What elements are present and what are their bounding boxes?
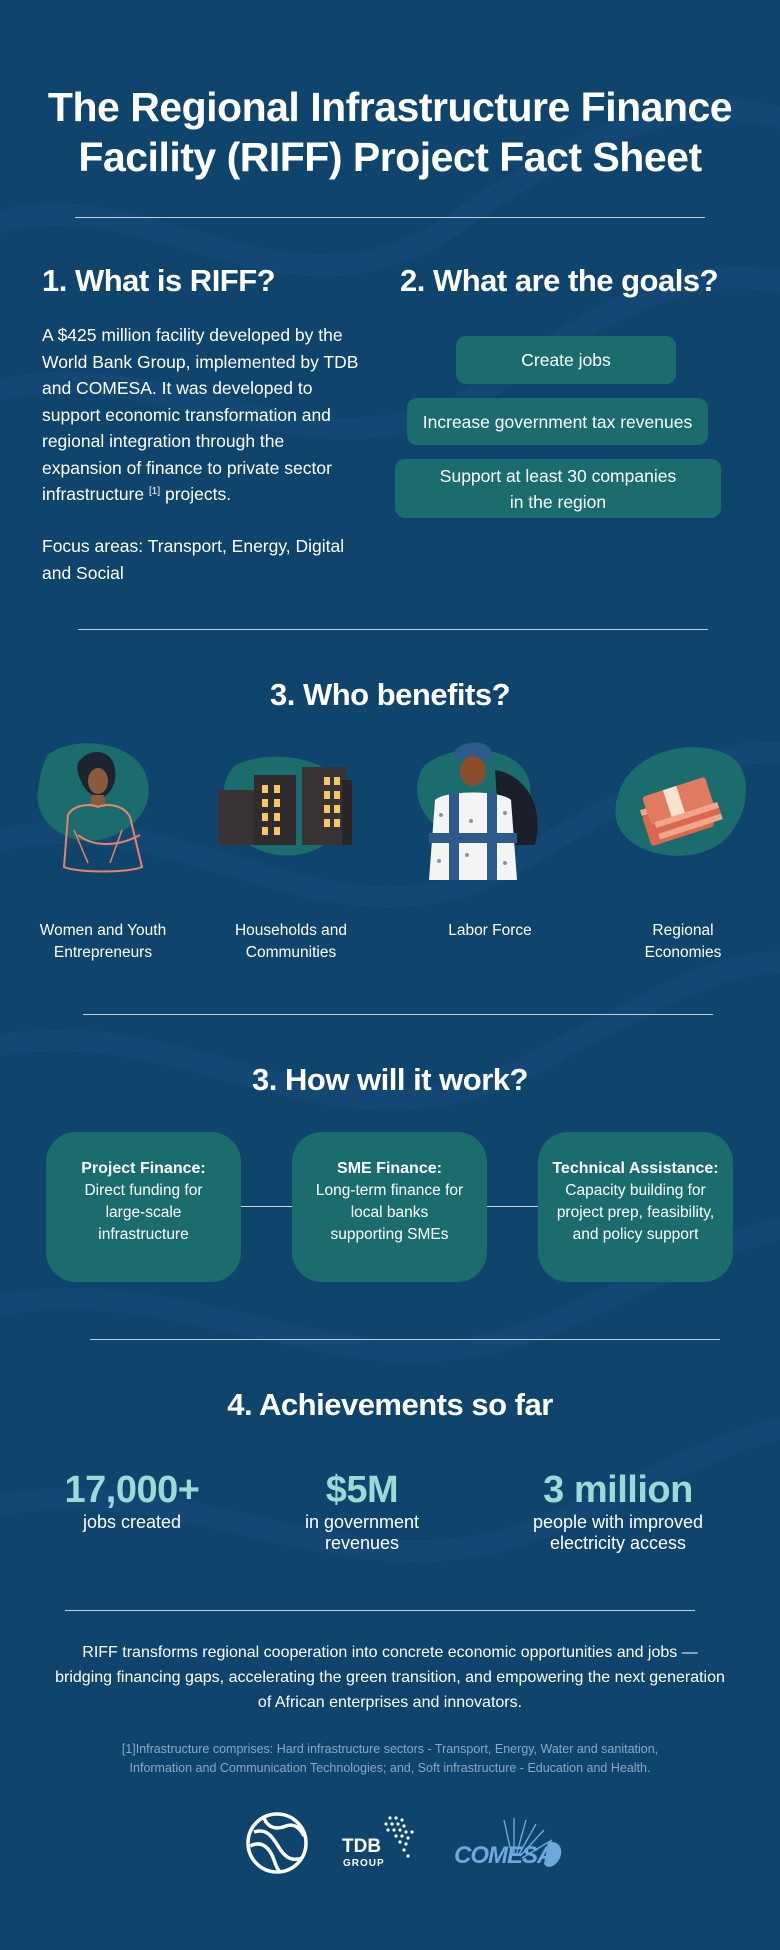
divider-1 (75, 217, 705, 218)
benefit-label-4a: Regional (652, 922, 714, 939)
benefit-households: Households and Communities (206, 735, 376, 964)
work-heading: 3. How will it work? (252, 1062, 528, 1097)
divider-4 (90, 1339, 720, 1340)
woman-entrepreneur-icon (37, 743, 149, 873)
worker-icon (417, 742, 538, 880)
what-body-end: projects. (160, 484, 232, 504)
money-stack-icon (615, 747, 747, 856)
benefit-label-4b: Economies (644, 944, 722, 961)
card-technical-assistance: Technical Assistance: Capacity building … (538, 1132, 733, 1282)
benefit-women-youth: Women and Youth Entrepreneurs (18, 735, 188, 964)
benefit-labor-force: Labor Force (405, 735, 575, 942)
footnote-ref: [1] (148, 486, 161, 497)
africa-dots-icon (384, 1816, 414, 1858)
world-bank-logo-icon (246, 1812, 308, 1874)
benefit-label-2a: Households and (234, 922, 348, 939)
stat-value-electricity: 3 million (543, 1469, 693, 1511)
card-title-1: Project Finance: (81, 1160, 206, 1177)
goal-tax-revenues: Increase government tax revenues (407, 398, 708, 445)
stat-revenues: $5M in government revenues (262, 1468, 462, 1554)
connector-2 (487, 1206, 541, 1207)
footnote: [1]Infrastructure comprises: Hard infras… (121, 1742, 659, 1775)
title-line-1: The Regional Infrastructure Finance (47, 84, 733, 130)
benefit-label-2b: Communities (245, 944, 337, 961)
comesa-wordmark: COMESA (454, 1842, 554, 1869)
divider-2 (78, 629, 708, 630)
benefit-label-3a: Labor Force (448, 922, 532, 939)
stat-value-revenues: $5M (325, 1469, 399, 1511)
goal-create-jobs: Create jobs (456, 336, 676, 384)
divider-3 (83, 1014, 713, 1015)
goals-heading: 2. What are the goals? (400, 263, 719, 298)
goal-support-companies: Support at least 30 companies in the reg… (395, 459, 721, 518)
title-line-2: Facility (RIFF) Project Fact Sheet (78, 134, 702, 180)
divider-5 (65, 1610, 695, 1611)
benefit-regional-economies: Regional Economies (598, 735, 768, 964)
card-sme-finance: SME Finance: Long-term finance for local… (292, 1132, 487, 1282)
card-title-2: SME Finance: (337, 1160, 442, 1177)
achievements-heading: 4. Achievements so far (227, 1387, 553, 1422)
what-description: A $425 million facility developed by the… (42, 322, 362, 508)
benefit-label-1a: Women and Youth (39, 922, 167, 939)
tdb-wordmark: TDB (342, 1836, 382, 1857)
page-title: The Regional Infrastructure Finance Faci… (40, 82, 740, 182)
card-title-3: Technical Assistance: (552, 1160, 719, 1177)
focus-areas: Focus areas: Transport, Energy, Digital … (42, 536, 345, 583)
buildings-icon (218, 756, 352, 856)
benefit-label-1b: Entrepreneurs (53, 944, 153, 961)
connector-1 (241, 1206, 295, 1207)
stat-value-jobs: 17,000+ (64, 1469, 200, 1511)
card-project-finance: Project Finance: Direct funding for larg… (46, 1132, 241, 1282)
benefits-heading: 3. Who benefits? (270, 677, 511, 712)
what-body: A $425 million facility developed by the… (42, 325, 359, 504)
comesa-logo: COMESA (452, 1812, 582, 1874)
tdb-group-logo: TDB GROUP (340, 1812, 435, 1874)
comesa-rays-icon (503, 1818, 562, 1867)
what-heading: 1. What is RIFF? (42, 263, 276, 298)
stat-electricity: 3 million people with improved electrici… (498, 1468, 738, 1554)
closing-statement: RIFF transforms regional cooperation int… (55, 1644, 725, 1711)
stat-jobs: 17,000+ jobs created (32, 1468, 232, 1533)
tdb-group-text: GROUP (343, 1858, 385, 1869)
